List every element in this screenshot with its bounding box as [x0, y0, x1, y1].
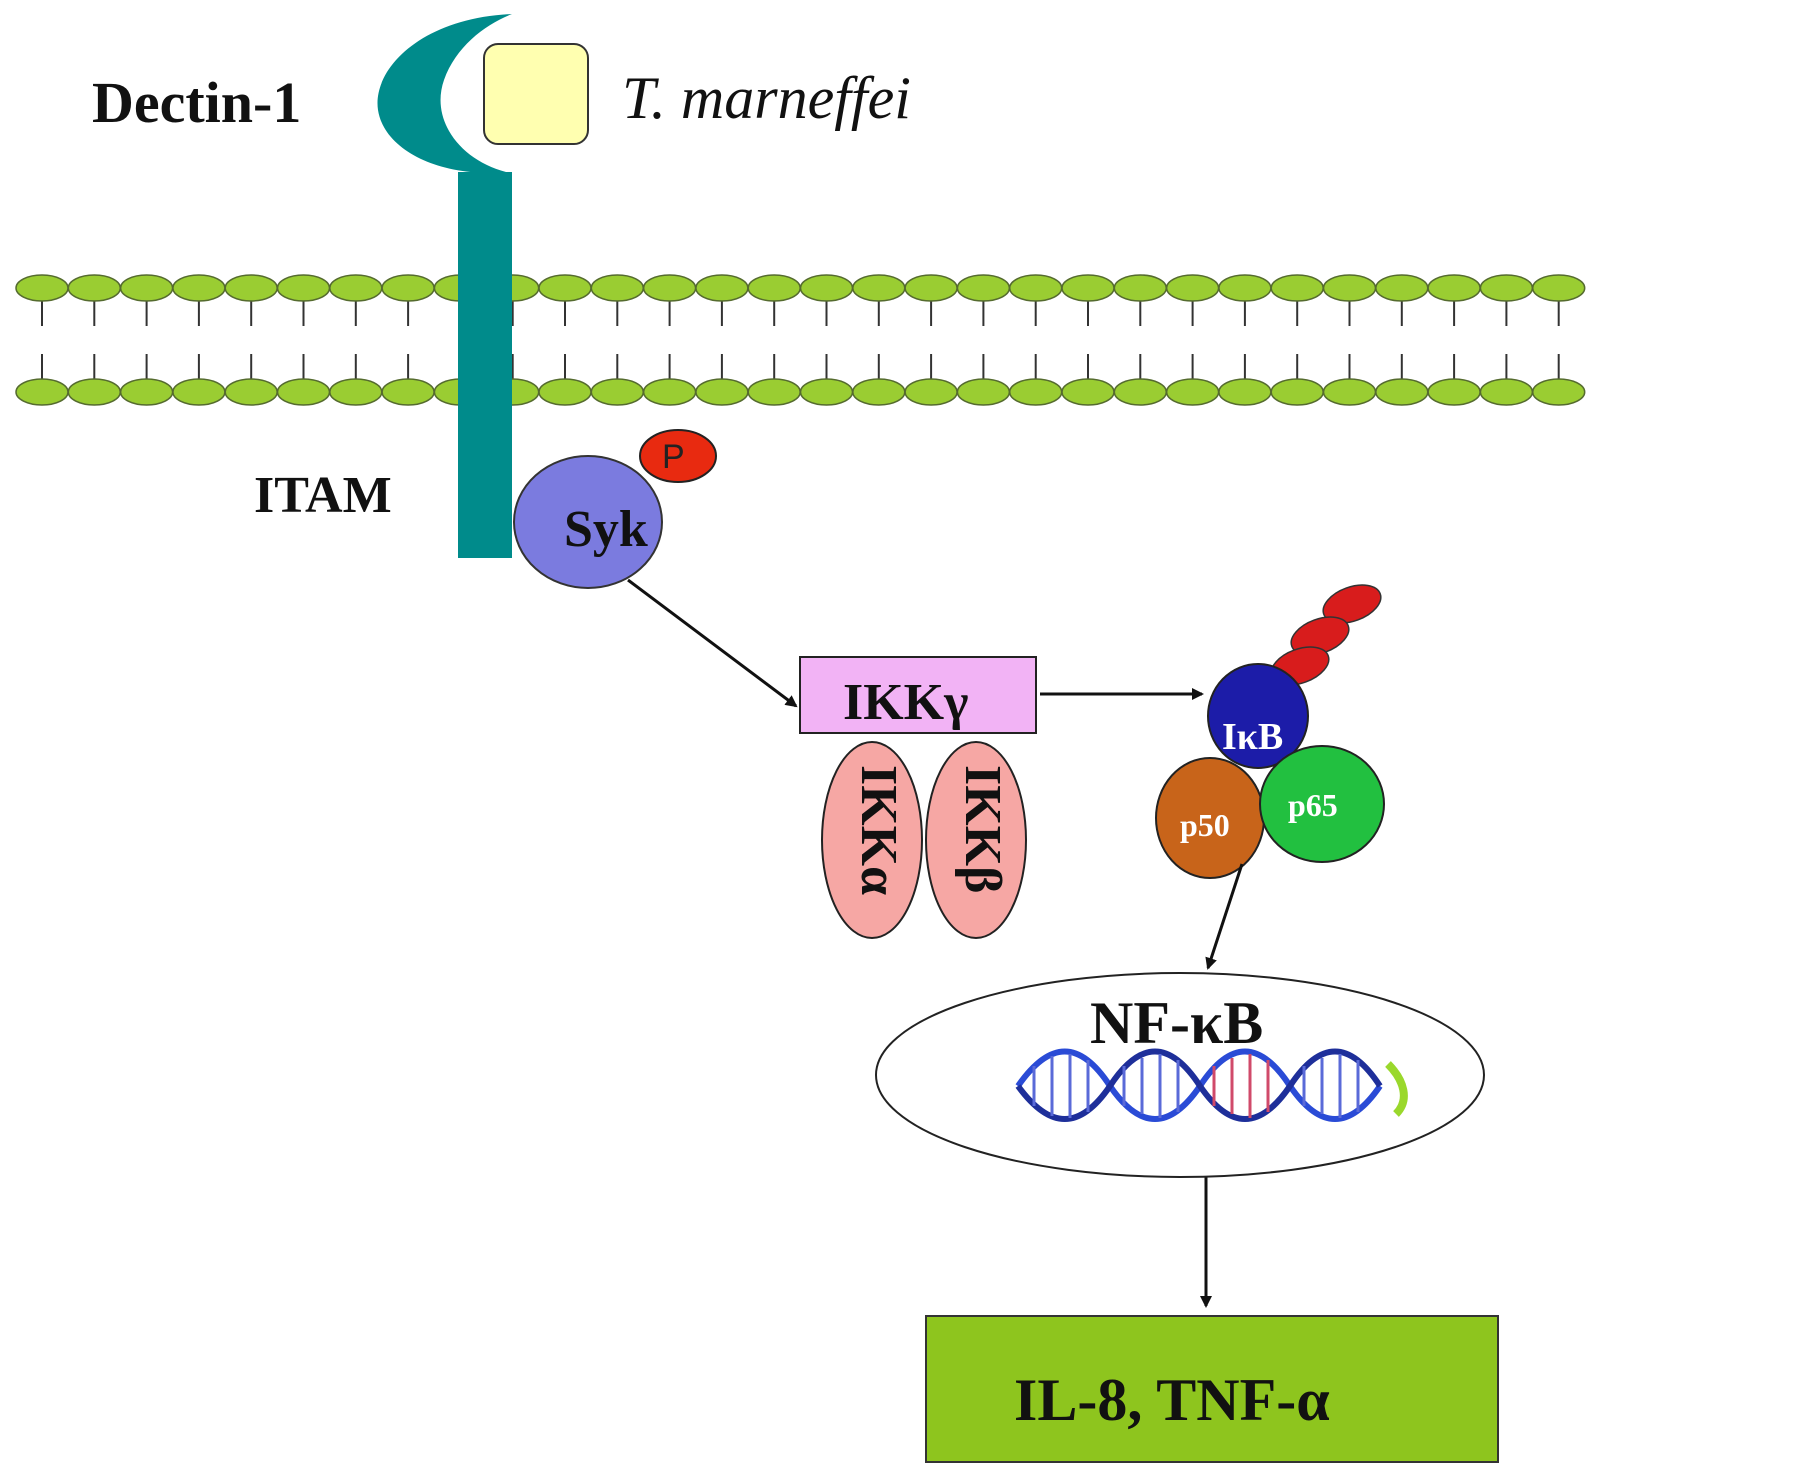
lipid-head — [329, 274, 383, 302]
lipid-head — [1008, 378, 1063, 406]
lipid-head — [642, 274, 697, 302]
arrow-complex-to-nucleus — [1205, 863, 1244, 970]
lipid-head — [956, 274, 1011, 302]
dna-icon — [1015, 1048, 1408, 1122]
lipid-head — [747, 378, 801, 406]
syk-kinase — [513, 455, 663, 589]
ikb-label: IκB — [1222, 716, 1284, 758]
ikk-gamma-label: IKKγ — [843, 674, 969, 731]
p65-subunit — [1259, 745, 1385, 863]
lipid-head — [538, 378, 592, 406]
dectin1-crescent — [377, 14, 512, 173]
lipid-head — [329, 378, 383, 406]
lipid-head — [852, 274, 906, 302]
lipid-head — [1270, 378, 1324, 406]
lipid-head — [15, 378, 69, 406]
lipid-head — [172, 274, 226, 302]
arrow-syk-to-ikk — [627, 578, 798, 708]
lipid-head — [1427, 274, 1481, 302]
lipid-head — [1165, 378, 1220, 406]
phospho-group — [639, 429, 717, 483]
lipid-head — [119, 274, 174, 302]
lipid-head — [1322, 378, 1377, 406]
itam-label: ITAM — [254, 467, 392, 524]
lipid-head — [799, 274, 854, 302]
lipid-head — [1479, 274, 1534, 302]
lipid-head — [1427, 378, 1481, 406]
ikk-beta — [925, 741, 1027, 939]
nfkb-label: NF-κB — [1090, 990, 1264, 1056]
lipid-head — [15, 274, 69, 302]
ikb-protein — [1207, 663, 1309, 769]
dectin1-stalk — [458, 172, 512, 558]
lipid-head — [956, 378, 1011, 406]
p65-label: p65 — [1288, 787, 1338, 823]
lipid-head — [852, 378, 906, 406]
lipid-head — [67, 378, 122, 406]
lipid-head — [172, 378, 226, 406]
phospho-label: P — [662, 438, 685, 476]
lipid-head — [695, 378, 749, 406]
output-box — [925, 1315, 1499, 1463]
pathogen-label: T. marneffei — [622, 65, 911, 131]
lipid-head — [590, 378, 645, 406]
lipid-head — [799, 378, 854, 406]
lipid-head — [1113, 274, 1168, 302]
lipid-head — [642, 378, 697, 406]
lipid-head — [276, 378, 331, 406]
lipid-head — [1375, 274, 1429, 302]
lipid-head — [67, 274, 122, 302]
pathogen-square — [483, 43, 589, 145]
lipid-head — [1322, 274, 1377, 302]
lipid-head — [224, 274, 278, 302]
lipid-head — [381, 378, 435, 406]
lipid-head — [1218, 378, 1272, 406]
lipid-head — [904, 274, 958, 302]
lipid-head — [695, 274, 749, 302]
lipid-head — [119, 378, 174, 406]
ikk-alpha-label: IKKα — [850, 765, 907, 896]
ikk-gamma-box — [799, 656, 1037, 734]
lipid-head — [276, 274, 331, 302]
lipid-head — [538, 274, 592, 302]
ikk-beta-label: IKKβ — [954, 765, 1011, 894]
nucleus — [875, 972, 1485, 1178]
lipid-head — [1113, 378, 1168, 406]
lipid-head — [1270, 274, 1324, 302]
lipid-head — [1218, 274, 1272, 302]
lipid-head — [1165, 274, 1220, 302]
dectin1-receptor — [377, 14, 512, 558]
lipid-head — [1375, 378, 1429, 406]
dectin1-label: Dectin-1 — [92, 70, 302, 135]
ikk-alpha — [821, 741, 923, 939]
lipid-head — [224, 378, 278, 406]
lipid-head — [1061, 378, 1115, 406]
lipid-head — [1008, 274, 1063, 302]
output-label: IL-8, TNF-α — [1014, 1367, 1330, 1433]
lipid-head — [1479, 378, 1534, 406]
lipid-head — [381, 274, 435, 302]
lipid-head — [747, 274, 801, 302]
lipid-head — [1531, 378, 1586, 406]
lipid-head — [1061, 274, 1115, 302]
lipid-head — [590, 274, 645, 302]
ubiquitin-1 — [1322, 584, 1382, 624]
lipid-head — [904, 378, 958, 406]
syk-label: Syk — [564, 501, 648, 558]
lipid-head — [1531, 274, 1586, 302]
p50-label: p50 — [1180, 807, 1230, 843]
cell-membrane — [15, 274, 1586, 406]
